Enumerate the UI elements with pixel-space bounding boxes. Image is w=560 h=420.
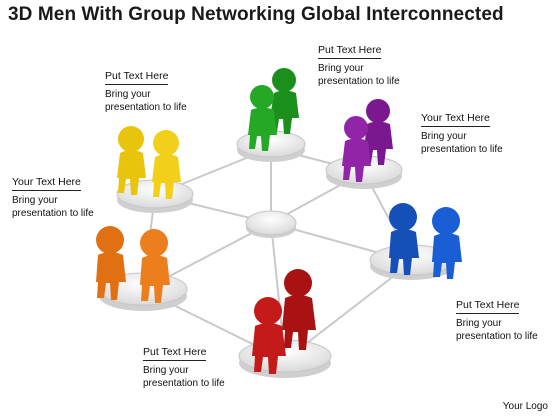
label-purple-group: Your Text Here Bring your presentation t… bbox=[421, 112, 503, 156]
label-line: Bring your bbox=[456, 318, 502, 329]
label-line: Bring your bbox=[143, 365, 189, 376]
red-group bbox=[238, 269, 332, 378]
label-orange-group: Your Text Here Bring your presentation t… bbox=[12, 176, 94, 220]
label-heading: Put Text Here bbox=[105, 70, 169, 85]
label-line: presentation to life bbox=[421, 144, 503, 155]
label-line: presentation to life bbox=[143, 378, 225, 389]
label-red-group: Put Text Here Bring your presentation to… bbox=[143, 346, 225, 390]
label-line: Bring your bbox=[318, 63, 364, 74]
yellow-group bbox=[116, 126, 194, 213]
label-green-group: Put Text Here Bring your presentation to… bbox=[318, 44, 400, 88]
label-heading: Put Text Here bbox=[143, 346, 207, 361]
label-line: Bring your bbox=[421, 131, 467, 142]
center-hub bbox=[245, 210, 297, 238]
label-heading: Your Text Here bbox=[12, 176, 81, 191]
label-line: presentation to life bbox=[456, 331, 538, 342]
purple-group bbox=[325, 99, 403, 189]
orange-group bbox=[96, 226, 188, 311]
label-line: presentation to life bbox=[12, 208, 94, 219]
blue-group bbox=[369, 203, 462, 280]
label-yellow-group: Put Text Here Bring your presentation to… bbox=[105, 70, 187, 114]
green-group bbox=[236, 68, 306, 162]
label-blue-group: Put Text Here Bring your presentation to… bbox=[456, 299, 538, 343]
logo-placeholder: Your Logo bbox=[502, 401, 548, 412]
label-heading: Put Text Here bbox=[318, 44, 382, 59]
label-line: Bring your bbox=[12, 195, 58, 206]
label-heading: Your Text Here bbox=[421, 112, 490, 127]
label-line: presentation to life bbox=[318, 76, 400, 87]
label-heading: Put Text Here bbox=[456, 299, 520, 314]
label-line: presentation to life bbox=[105, 102, 187, 113]
label-line: Bring your bbox=[105, 89, 151, 100]
page-title: 3D Men With Group Networking Global Inte… bbox=[8, 4, 504, 25]
